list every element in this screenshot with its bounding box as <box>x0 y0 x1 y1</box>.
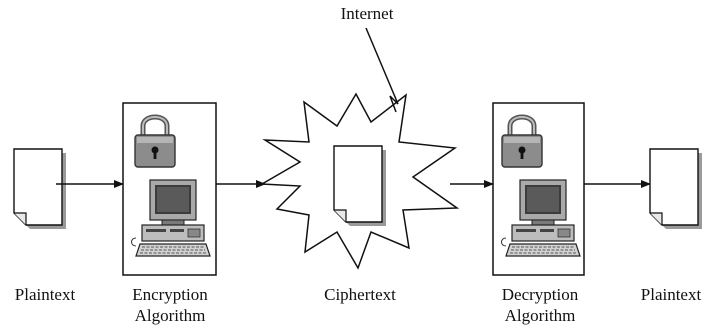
ciphertext-document-icon <box>333 145 387 227</box>
decryption-label-line2: Algorithm <box>504 306 576 325</box>
internet-label: Internet <box>340 4 394 23</box>
plaintext-input-document-icon <box>13 148 67 230</box>
plaintext-input-label: Plaintext <box>14 285 76 304</box>
encryption-label-line2: Algorithm <box>134 306 206 325</box>
decryption-label-line1: Decryption <box>501 285 579 304</box>
plaintext-output-document-icon <box>649 148 703 230</box>
ciphertext-label: Ciphertext <box>324 285 396 304</box>
plaintext-output-label: Plaintext <box>640 285 702 304</box>
encryption-label-line1: Encryption <box>132 285 208 304</box>
internet-pointer-line <box>365 27 399 113</box>
